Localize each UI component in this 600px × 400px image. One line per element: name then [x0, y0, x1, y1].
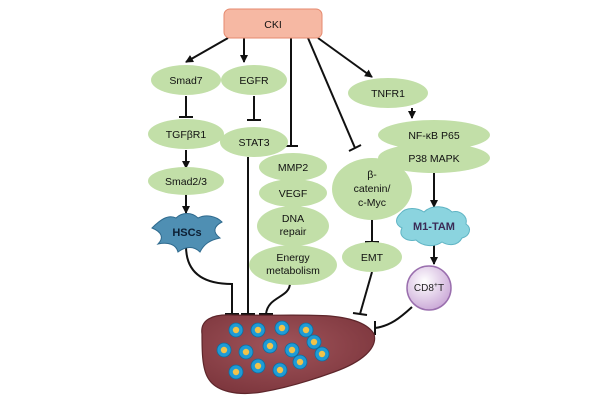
svg-text:MMP2: MMP2: [278, 162, 308, 174]
liver-icon: [201, 314, 376, 395]
arrow-cki-smad7: [185, 37, 229, 63]
inhibit-cki-bcatenin: [307, 37, 356, 149]
svg-text:STAT3: STAT3: [238, 137, 269, 149]
tumor-cell-icon: [250, 358, 266, 374]
tumor-cell-icon: [262, 338, 278, 354]
tumor-cell-icon: [228, 364, 244, 380]
tumor-cell-icon: [306, 334, 322, 350]
svg-text:TGFβR1: TGFβR1: [166, 129, 207, 141]
tumor-cell-icon: [274, 320, 290, 336]
svg-text:repair: repair: [280, 226, 307, 238]
tumor-cell-icon: [284, 342, 300, 358]
svg-text:VEGF: VEGF: [279, 188, 308, 200]
macrophage-icon: M1-TAM: [396, 206, 470, 247]
tnfr1-node: TNFR1: [348, 78, 428, 108]
inhibit-emt-liver: [359, 271, 373, 315]
svg-text:NF-κB P65: NF-κB P65: [408, 130, 460, 142]
cki-label: CKI: [264, 19, 282, 31]
smad7-node: Smad7: [151, 65, 221, 95]
svg-text:Smad7: Smad7: [169, 75, 202, 87]
m1tam-label: M1-TAM: [413, 221, 455, 233]
inhibit-energy-liver: [265, 282, 291, 315]
energy-metabolism-node: Energy metabolism: [249, 245, 337, 285]
inhibit-cd8-liver: [374, 306, 413, 329]
svg-text:metabolism: metabolism: [266, 265, 320, 277]
inhibit-hscs-liver: [185, 245, 233, 314]
svg-text:c-Myc: c-Myc: [358, 197, 386, 209]
svg-text:Energy: Energy: [276, 252, 310, 264]
tumor-cell-icon: [238, 344, 254, 360]
tumor-cell-icon: [272, 362, 288, 378]
tumor-cell-icon: [314, 346, 330, 362]
tgfbr1-node: TGFβR1: [148, 119, 224, 149]
tumor-cells: [216, 320, 330, 380]
vegf-node: VEGF: [259, 179, 327, 207]
svg-text:DNA: DNA: [282, 213, 304, 225]
cki-box: CKI: [223, 8, 323, 39]
svg-text:EMT: EMT: [361, 252, 384, 264]
svg-text:EGFR: EGFR: [239, 75, 269, 87]
arrow-cki-tnfr1: [317, 37, 373, 78]
svg-text:catenin/: catenin/: [354, 183, 391, 195]
tumor-cell-icon: [228, 322, 244, 338]
p38-node: P38 MAPK: [378, 143, 490, 173]
egfr-node: EGFR: [221, 65, 287, 95]
emt-node: EMT: [342, 242, 402, 272]
tumor-cell-icon: [216, 342, 232, 358]
nfkb-node: NF-κB P65: [378, 120, 490, 150]
connectors: [179, 37, 438, 335]
svg-text:P38 MAPK: P38 MAPK: [408, 153, 459, 165]
tumor-cell-icon: [298, 322, 314, 338]
bcatenin-node: β- catenin/ c-Myc: [332, 158, 412, 220]
mmp2-node: MMP2: [259, 153, 327, 181]
dna-repair-node: DNA repair: [257, 206, 329, 246]
svg-text:TNFR1: TNFR1: [371, 88, 405, 100]
tumor-cell-icon: [250, 322, 266, 338]
stat3-node: STAT3: [220, 127, 288, 157]
smad23-node: Smad2/3: [148, 167, 224, 195]
cd8-label: CD8+T: [414, 282, 444, 294]
svg-text:β-: β-: [367, 169, 377, 181]
hscs-label: HSCs: [172, 227, 201, 239]
t-cell-icon: CD8+T: [406, 265, 452, 311]
hepatic-stellate-cell-icon: HSCs: [151, 213, 223, 253]
tumor-cell-icon: [292, 354, 308, 370]
svg-text:Smad2/3: Smad2/3: [165, 176, 207, 188]
